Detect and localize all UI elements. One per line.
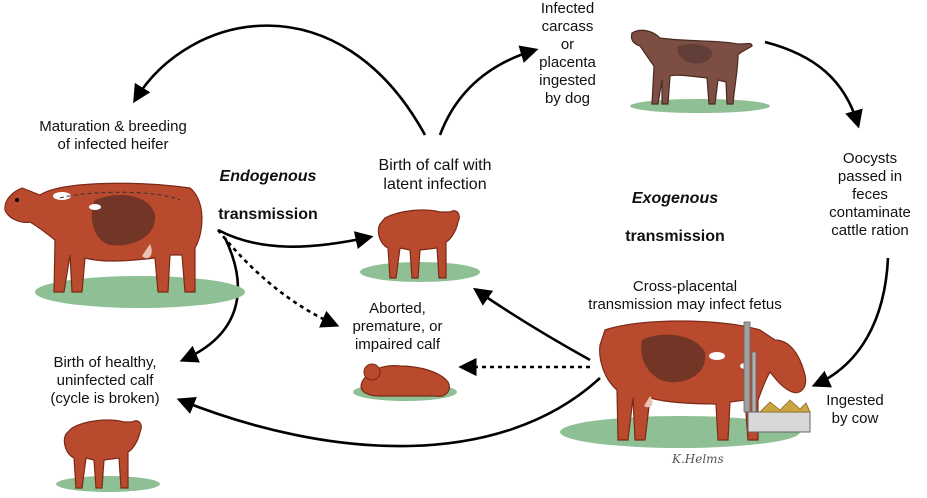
label-endogenous-transmission: Endogenous transmission (198, 148, 338, 224)
arrow-heifer-to-latent-calf (218, 230, 370, 247)
arrow-dog-to-oocysts (765, 42, 858, 125)
endogenous-word: Endogenous (220, 168, 317, 185)
label-maturation-breeding: Maturation & breeding of infected heifer (18, 118, 208, 154)
arrow-oocysts-to-cow (815, 258, 888, 385)
cow-eating (560, 321, 810, 448)
exogenous-word: Exogenous (632, 190, 718, 207)
label-birth-latent-calf: Birth of calf with latent infection (355, 156, 515, 194)
exogenous-transmission-word: transmission (625, 228, 725, 245)
label-exogenous-transmission: Exogenous transmission (605, 170, 745, 246)
label-birth-healthy: Birth of healthy, uninfected calf (cycle… (25, 354, 185, 408)
calf-aborted (353, 364, 457, 401)
label-infected-carcass: Infected carcass or placenta ingested by… (520, 0, 615, 108)
label-oocysts: Oocysts passed in feces contaminate catt… (815, 150, 925, 240)
artist-signature: K.Helms (672, 452, 724, 466)
endogenous-transmission-word: transmission (218, 206, 318, 223)
label-cross-placental: Cross-placental transmission may infect … (560, 278, 810, 314)
label-ingested-by-cow: Ingested by cow (810, 392, 900, 428)
label-aborted-calf: Aborted, premature, or impaired calf (335, 300, 460, 354)
calf-healthy (56, 420, 160, 492)
dog (630, 30, 770, 113)
calf-latent (360, 210, 480, 282)
